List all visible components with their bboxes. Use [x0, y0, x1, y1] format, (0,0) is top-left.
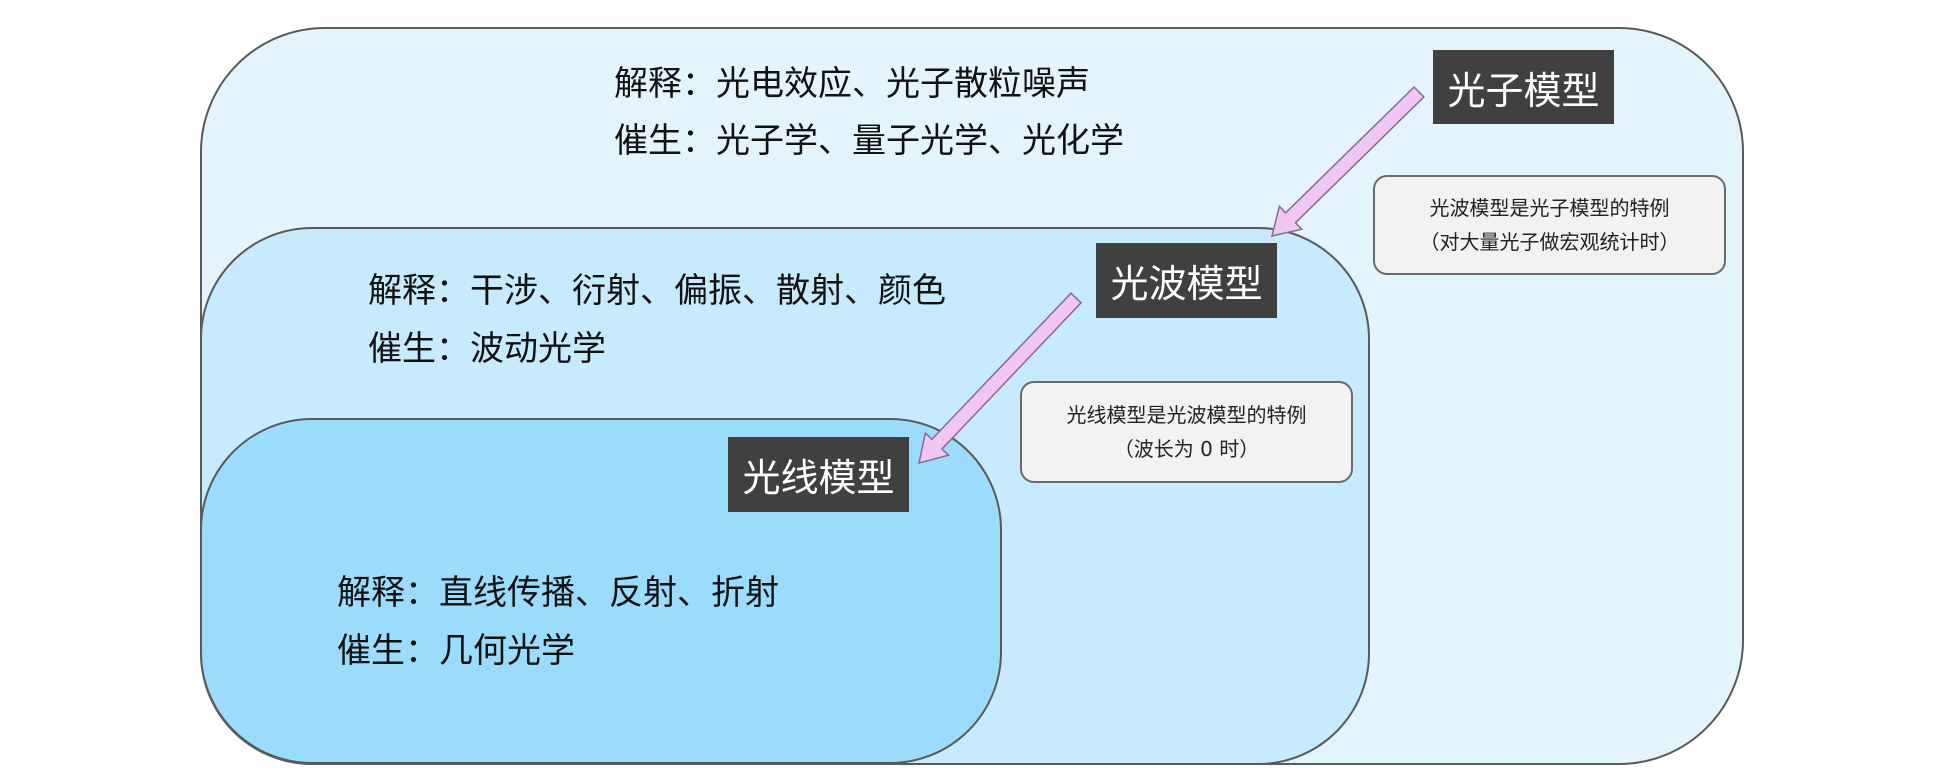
photon-explain: 解释：光电效应、光子散粒噪声	[614, 64, 1090, 104]
note-line: 光线模型是光波模型的特例	[1066, 403, 1307, 427]
arrow-photon-to-wave	[1270, 85, 1425, 238]
ray-spawn: 催生：几何光学	[337, 631, 575, 671]
note-line: （对大量光子做宏观统计时）	[1419, 230, 1680, 254]
note-line: 光波模型是光子模型的特例	[1429, 196, 1670, 220]
note-wave-special-case: 光波模型是光子模型的特例 （对大量光子做宏观统计时）	[1373, 175, 1726, 275]
wave-model-label: 光波模型	[1096, 243, 1277, 318]
wave-explain: 解释：干涉、衍射、偏振、散射、颜色	[368, 271, 946, 311]
ray-model-label: 光线模型	[728, 437, 909, 512]
photon-model-label: 光子模型	[1433, 50, 1614, 124]
photon-spawn: 催生：光子学、量子光学、光化学	[614, 121, 1124, 161]
arrow-wave-to-ray	[918, 292, 1083, 465]
note-ray-special-case: 光线模型是光波模型的特例 （波长为 0 时）	[1020, 381, 1353, 483]
ray-explain: 解释：直线传播、反射、折射	[337, 573, 779, 613]
note-line: （波长为 0 时）	[1113, 437, 1260, 461]
wave-spawn: 催生：波动光学	[368, 329, 606, 369]
